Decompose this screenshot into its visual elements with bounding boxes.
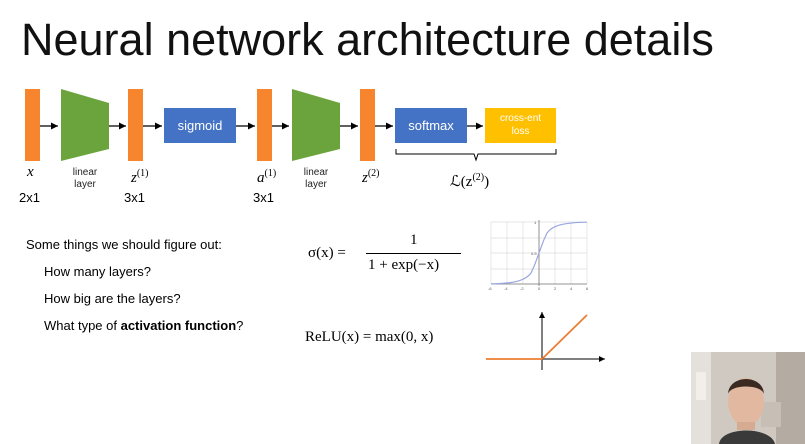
- relu-formula: ReLU(x) = max(0, x): [305, 329, 434, 345]
- linear-layer-2: [292, 89, 340, 161]
- input-dim: 2x1: [19, 190, 40, 205]
- relu-plot: [486, 312, 605, 370]
- a1-vector: [257, 89, 272, 161]
- sigmoid-tick-x1: -4: [504, 286, 508, 291]
- input-var: x: [27, 164, 34, 180]
- input-vector: [25, 89, 40, 161]
- sigmoid-label: sigmoid: [177, 118, 223, 133]
- z1-var: z(1): [131, 168, 149, 186]
- z2-vector: [360, 89, 375, 161]
- softmax-box: [395, 108, 467, 143]
- presenter-image: [691, 352, 805, 444]
- crossent-box: [485, 108, 556, 143]
- sigmoid-tick-y1: 1: [534, 220, 537, 225]
- questions-intro: Some things we should figure out:: [26, 237, 222, 252]
- sigmoid-tick-y05: 0.5: [531, 251, 537, 256]
- sigmoid-plot: -6 -4 -2 0 2 4 6 1 0.5: [488, 220, 589, 291]
- softmax-label: softmax: [408, 118, 454, 133]
- linear-layer-2-label: linear layer: [303, 167, 329, 190]
- linear-layer-1-label: linear layer: [72, 167, 98, 190]
- sigmoid-tick-x3: 0: [538, 286, 541, 291]
- slide-title: Neural network architecture details: [21, 14, 714, 65]
- sigmoid-tick-x2: -2: [520, 286, 524, 291]
- z1-vector: [128, 89, 143, 161]
- sigmoid-tick-x4: 2: [554, 286, 557, 291]
- loss-brace: [395, 149, 557, 162]
- linear-layer-1: [61, 89, 109, 161]
- question-layers: How many layers?: [44, 264, 151, 279]
- z1-dim: 3x1: [124, 190, 145, 205]
- question-activation: What type of activation function?: [44, 318, 244, 333]
- a1-var: a(1): [257, 168, 277, 186]
- sigmoid-tick-x6: 6: [586, 286, 589, 291]
- sigmoid-box: [164, 108, 236, 143]
- z2-var: z(2): [362, 168, 380, 186]
- presenter-webcam: [691, 352, 805, 444]
- loss-label: ℒ(z(2)): [450, 172, 490, 190]
- sigmoid-tick-x0: -6: [488, 286, 492, 291]
- architecture-diagram: [25, 89, 557, 162]
- sigmoid-tick-x5: 4: [570, 286, 573, 291]
- crossent-label: cross-ent loss: [499, 113, 542, 137]
- a1-dim: 3x1: [253, 190, 274, 205]
- question-size: How big are the layers?: [44, 291, 181, 306]
